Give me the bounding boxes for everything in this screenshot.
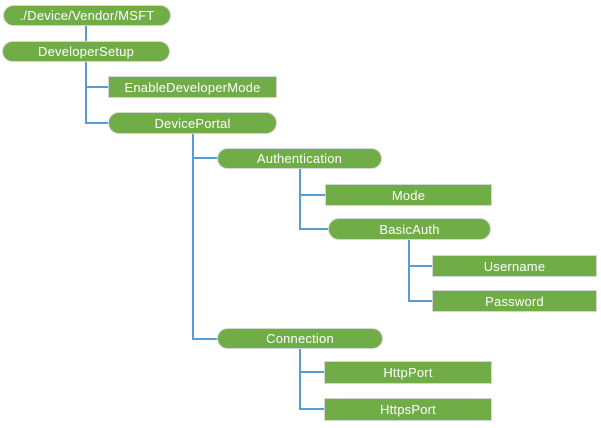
connector-branch-basicauth: [299, 228, 328, 230]
tree-node-http-port: HttpPort: [324, 361, 492, 384]
connector-root-to-developersetup: [85, 26, 87, 41]
connector-branch-username: [408, 265, 432, 267]
connector-branch-password: [408, 300, 432, 302]
tree-node-device-portal: DevicePortal: [108, 112, 277, 134]
tree-node-authentication: Authentication: [217, 148, 382, 169]
connector-connection-trunk: [299, 349, 301, 410]
connector-basicauth-trunk: [408, 240, 410, 302]
tree-node-basic-auth: BasicAuth: [328, 218, 491, 240]
connector-branch-connection: [192, 338, 217, 340]
connector-branch-mode: [299, 194, 325, 196]
connector-branch-deviceportal: [85, 122, 108, 124]
tree-node-username: Username: [432, 255, 597, 277]
connector-deviceportal-trunk: [192, 134, 194, 340]
tree-node-mode: Mode: [325, 184, 492, 206]
connector-authentication-trunk: [299, 169, 301, 230]
tree-node-device-vendor-msft: ./Device/Vendor/MSFT: [3, 5, 171, 26]
tree-node-enable-developer-mode: EnableDeveloperMode: [108, 76, 277, 98]
connector-branch-httpsport: [299, 408, 324, 410]
tree-node-connection: Connection: [217, 328, 383, 349]
connector-branch-httpport: [299, 371, 324, 373]
connector-branch-enabledevelopermode: [85, 86, 108, 88]
tree-node-https-port: HttpsPort: [324, 398, 492, 421]
tree-node-developer-setup: DeveloperSetup: [2, 41, 170, 62]
tree-node-password: Password: [432, 290, 597, 312]
connector-developersetup-trunk: [85, 62, 87, 124]
connector-branch-authentication: [192, 157, 217, 159]
